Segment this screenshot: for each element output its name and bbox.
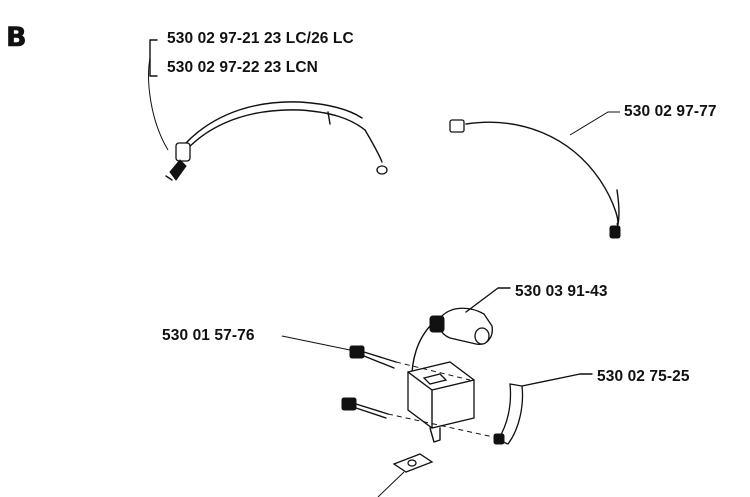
- wire-label-bracket: [148, 39, 169, 151]
- long-cable: [449, 111, 621, 239]
- short-wire: [165, 101, 388, 181]
- part-number-plug-cap: 530 03 91-43: [515, 283, 608, 300]
- part-number-screw: 530 01 57-76: [162, 327, 255, 344]
- section-letter: B: [6, 22, 27, 54]
- part-number-cable: 530 02 97-77: [624, 103, 717, 120]
- ignition-module: [281, 287, 593, 497]
- part-number-wire-a: 530 02 97-21 23 LC/26 LC: [167, 30, 354, 47]
- part-number-wire-b: 530 02 97-22 23 LCN: [167, 59, 318, 76]
- part-number-clip: 530 02 75-25: [597, 368, 690, 385]
